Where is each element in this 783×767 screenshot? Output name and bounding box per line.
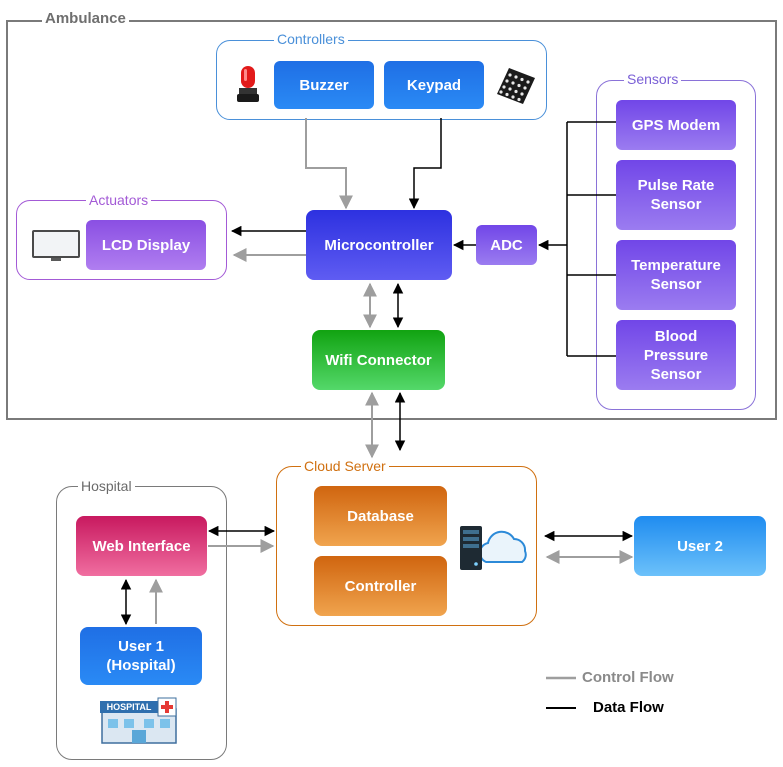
hospital-sign-text: HOSPITAL — [106, 702, 152, 712]
temperature-sensor-node: Temperature Sensor — [616, 240, 736, 310]
buzzer-label: Buzzer — [299, 76, 349, 94]
controllers-label: Controllers — [274, 31, 348, 47]
lcd-display-node: LCD Display — [86, 220, 206, 270]
controller-label: Controller — [344, 577, 417, 595]
adc-node: ADC — [476, 225, 537, 265]
wifi-connector-node: Wifi Connector — [312, 330, 445, 390]
buzzer-to-micro-line — [305, 118, 353, 210]
keypad-to-micro-line — [408, 118, 442, 210]
wifi-connector-label: Wifi Connector — [325, 351, 432, 369]
blood-pressure-label-line1: Blood — [654, 327, 698, 345]
pulse-rate-sensor-node: Pulse Rate Sensor — [616, 160, 736, 230]
monitor-icon — [31, 228, 81, 264]
gps-modem-label: GPS Modem — [631, 116, 721, 134]
controllers-group — [216, 40, 547, 120]
temperature-label-line2: Sensor — [650, 276, 702, 293]
adc-label: ADC — [490, 236, 523, 254]
hospital-building-icon: HOSPITAL — [98, 697, 180, 745]
legend-data-label: Data Flow — [593, 699, 664, 716]
hospital-group — [56, 486, 227, 760]
cloud-server-icon — [456, 522, 528, 574]
gps-modem-node: GPS Modem — [616, 100, 736, 150]
keypad-icon — [495, 66, 537, 106]
actuators-label: Actuators — [86, 192, 152, 208]
web-interface-label: Web Interface — [92, 537, 191, 555]
user1-label-line2: (Hospital) — [106, 657, 176, 674]
hospital-label: Hospital — [78, 478, 135, 494]
alarm-light-icon — [236, 64, 260, 104]
user2-node: User 2 — [634, 516, 766, 576]
pulse-rate-label-line2: Sensor — [650, 196, 702, 213]
blood-pressure-label-line3: Sensor — [650, 365, 702, 383]
database-label: Database — [347, 507, 414, 525]
pulse-rate-label-line1: Pulse Rate — [637, 177, 715, 194]
database-node: Database — [314, 486, 447, 546]
microcontroller-label: Microcontroller — [324, 236, 434, 254]
cloud-server-label: Cloud Server — [301, 458, 389, 474]
legend-control-label: Control Flow — [582, 669, 674, 686]
lcd-display-label: LCD Display — [101, 236, 191, 254]
user2-label: User 2 — [677, 537, 723, 555]
sensors-label: Sensors — [624, 71, 682, 87]
controller-node: Controller — [314, 556, 447, 616]
blood-pressure-label-line2: Pressure — [643, 346, 709, 364]
ambulance-label: Ambulance — [42, 11, 129, 27]
cloud-server-group — [276, 466, 537, 626]
blood-pressure-sensor-node: Blood Pressure Sensor — [616, 320, 736, 390]
web-interface-node: Web Interface — [76, 516, 207, 576]
user1-hospital-node: User 1 (Hospital) — [80, 627, 202, 685]
sensor-bus-line — [566, 121, 616, 357]
buzzer-node: Buzzer — [274, 61, 374, 109]
user1-label-line1: User 1 — [118, 638, 164, 655]
keypad-label: Keypad — [406, 76, 462, 94]
microcontroller-node: Microcontroller — [306, 210, 452, 280]
ambulance-group — [6, 20, 777, 420]
keypad-node: Keypad — [384, 61, 484, 109]
temperature-label-line1: Temperature — [631, 257, 721, 274]
